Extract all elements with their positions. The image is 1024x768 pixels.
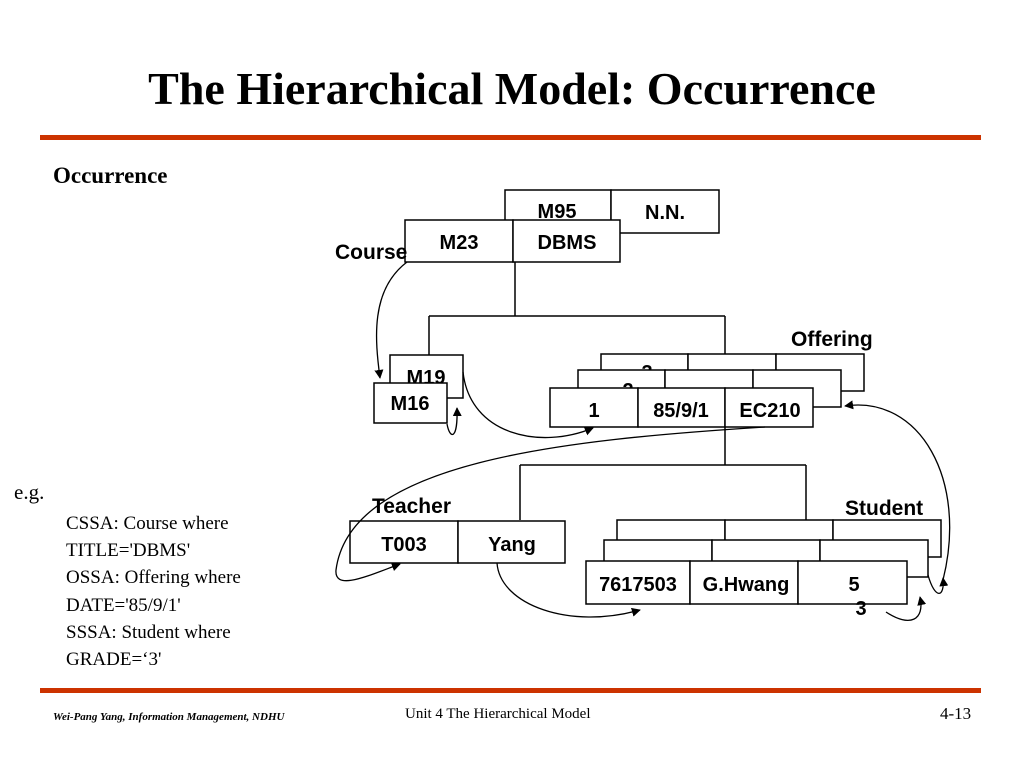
example-line: OSSA: Offering where (66, 567, 241, 589)
offering-front-field: EC210 (739, 400, 800, 422)
prereq-front-record (373, 382, 448, 424)
offering-segment-label: Offering (791, 328, 873, 351)
teacher-segment-label: Teacher (372, 495, 451, 518)
course-front-field: DBMS (538, 232, 597, 254)
example-label: e.g. (14, 480, 45, 504)
course-children-connector (428, 262, 726, 355)
footer-unit: Unit 4 The Hierarchical Model (405, 706, 591, 722)
title-divider (40, 135, 981, 140)
example-line: SSSA: Student where (66, 621, 231, 643)
course-segment-label: Course (335, 241, 407, 264)
offering-children-connector (519, 427, 807, 520)
course-back-field: N.N. (645, 202, 685, 224)
student-front-field: 5 (848, 574, 859, 596)
offering-front-field: 85/9/1 (653, 400, 709, 422)
example-list: CSSA: Course where TITLE='DBMS' OSSA: Of… (66, 510, 241, 673)
footer-divider (40, 688, 981, 693)
student-front-field: G.Hwang (703, 574, 790, 596)
footer-author: Wei-Pang Yang, Information Management, N… (53, 711, 285, 723)
slide-title: The Hierarchical Model: Occurrence (148, 63, 876, 114)
example-line: DATE='85/9/1' (66, 594, 181, 616)
example-line: CSSA: Course where (66, 513, 229, 534)
student-front-record (585, 560, 908, 605)
example-line: GRADE=‘3' (66, 649, 162, 671)
student-segment-label: Student (845, 497, 923, 520)
page-number: 4-13 (940, 704, 972, 723)
student-front-field: 7617503 (599, 574, 677, 596)
teacher-field: Yang (488, 534, 536, 556)
prereq-front-field: M16 (391, 393, 430, 415)
example-line: TITLE='DBMS' (66, 540, 191, 562)
course-front-field: M23 (440, 232, 479, 254)
offering-front-record (549, 387, 814, 428)
course-back-field: M95 (538, 201, 577, 223)
teacher-record (349, 520, 566, 564)
course-front-record (404, 219, 621, 263)
pointer-arrows (335, 261, 951, 621)
section-heading: Occurrence (53, 163, 168, 188)
offering-front-field: 1 (588, 400, 599, 422)
student-extra-value: 3 (855, 598, 866, 620)
teacher-field: T003 (381, 534, 427, 556)
